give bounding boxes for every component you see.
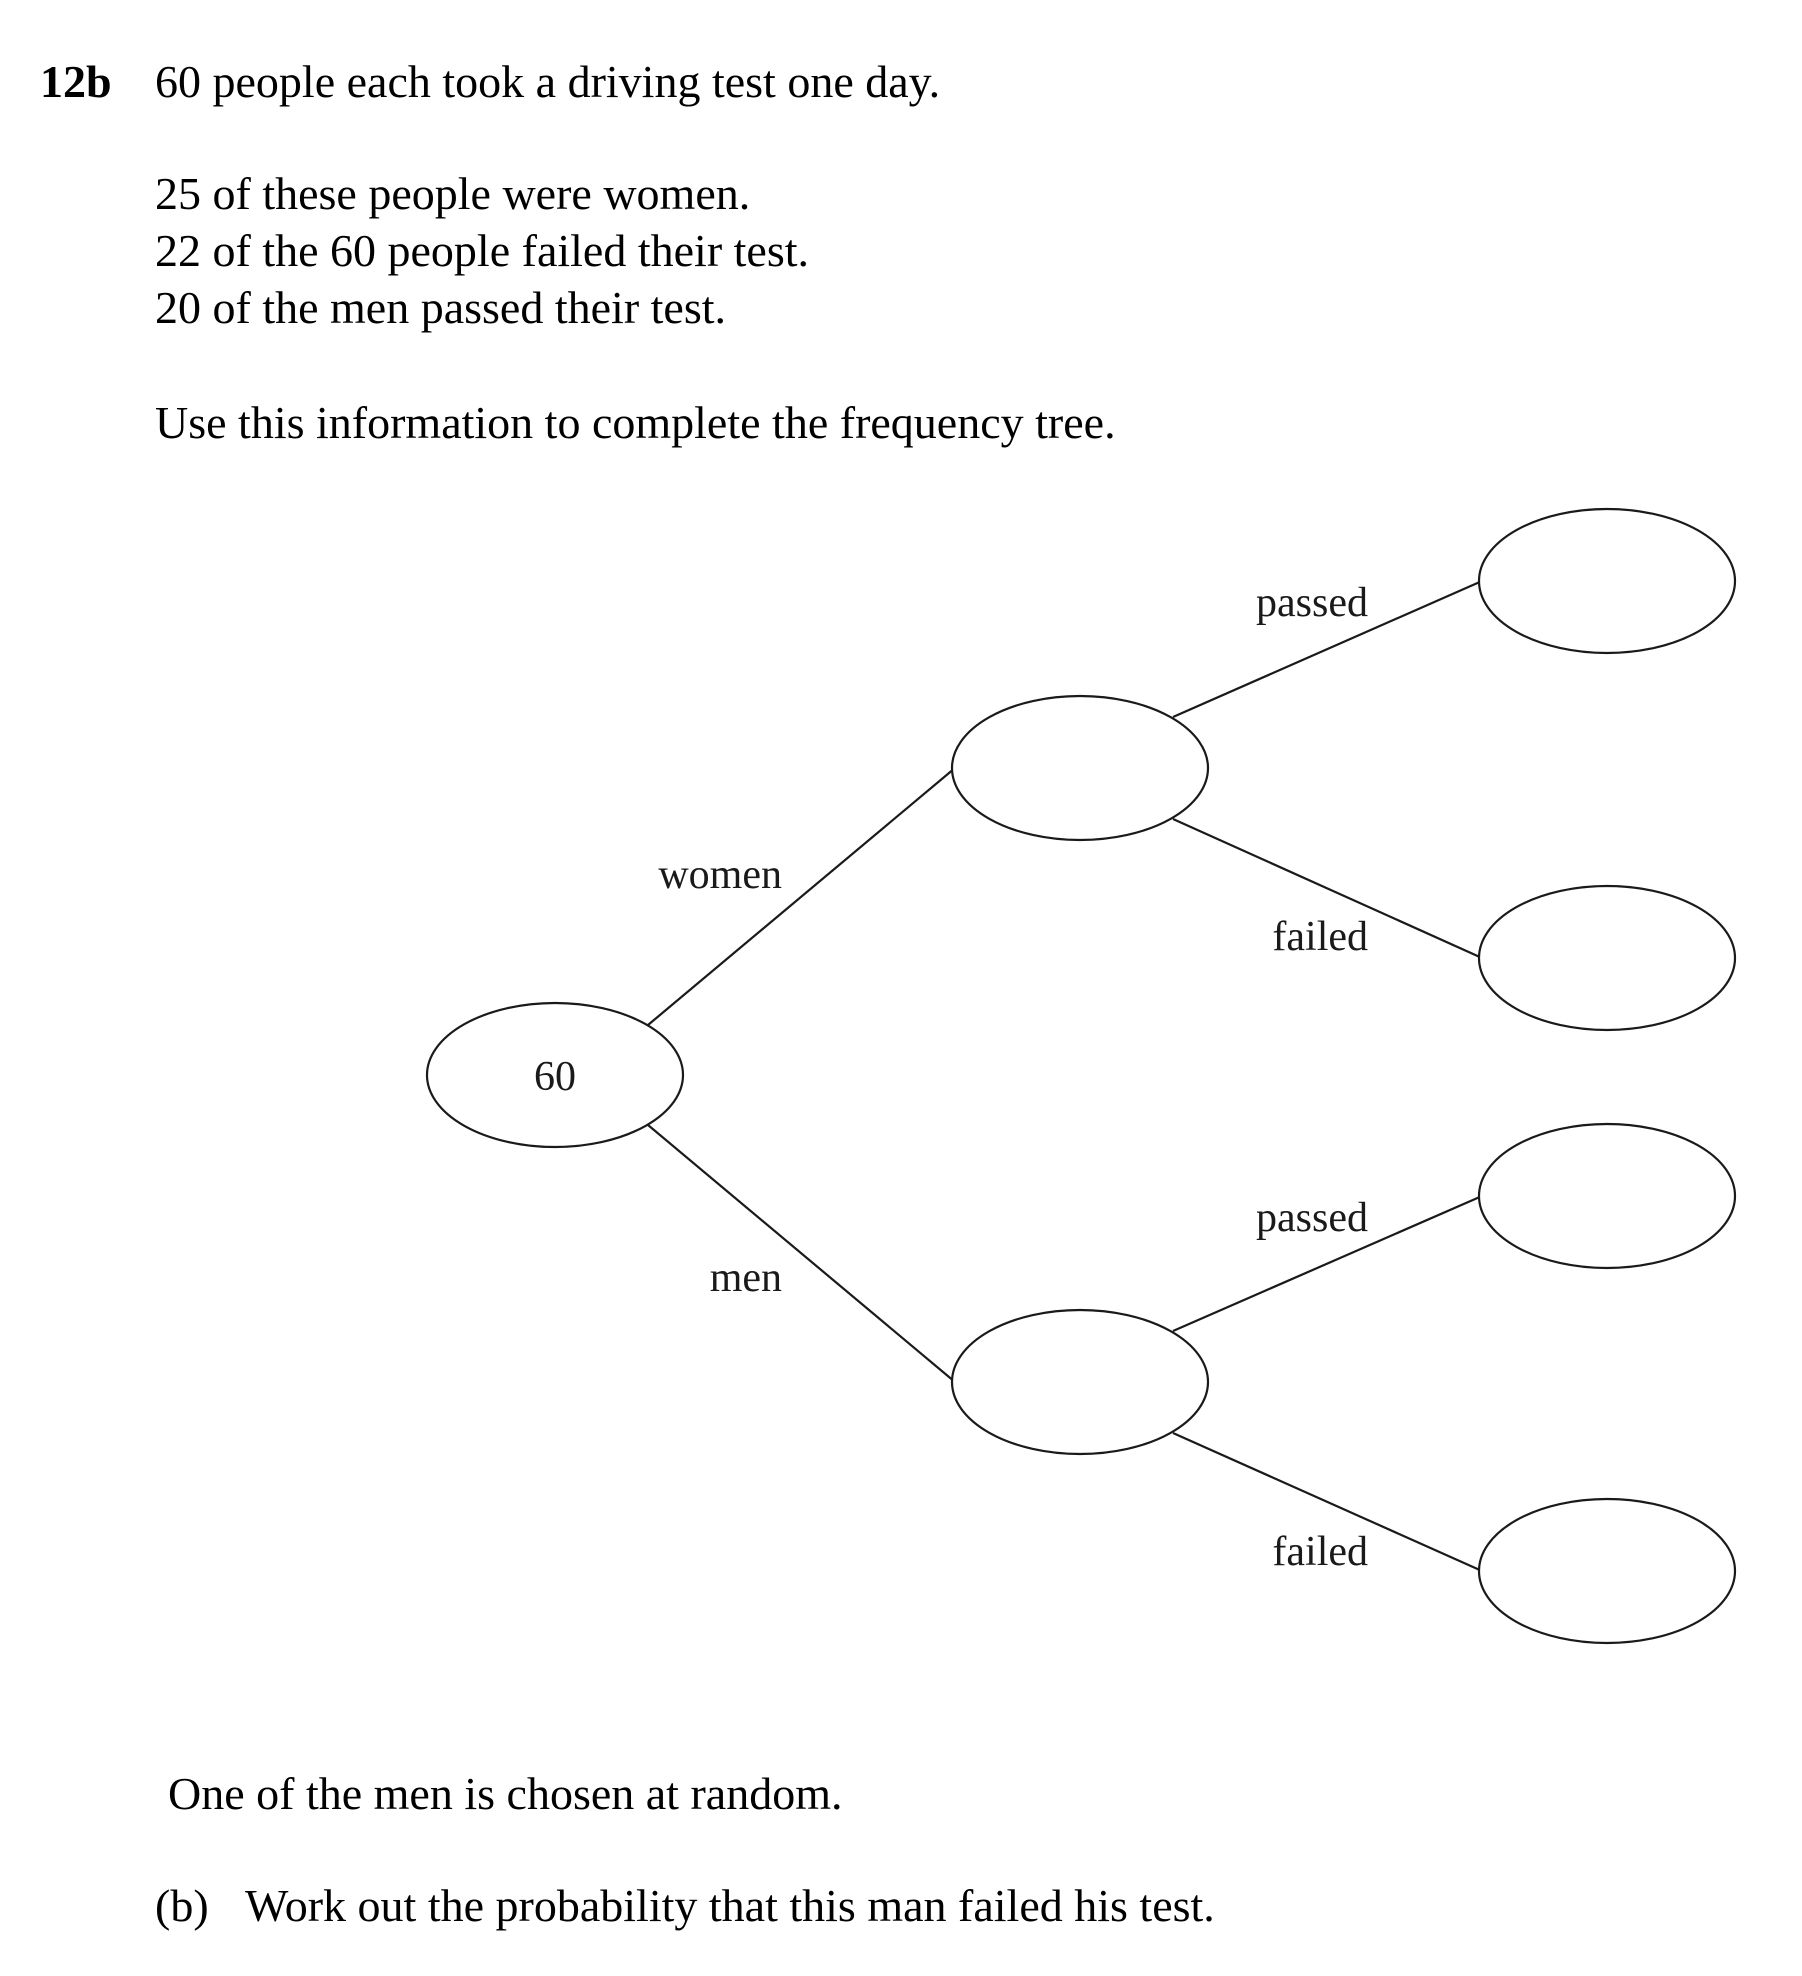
- root-node: [425, 1001, 685, 1149]
- fact-failed: 22 of the 60 people failed their test.: [155, 225, 810, 276]
- label-men-failed: failed: [1272, 1529, 1368, 1575]
- root-value: 60: [534, 1054, 576, 1100]
- question-instruction: Use this information to complete the fre…: [155, 397, 1116, 448]
- branch-women-passed: [1172, 579, 1483, 719]
- part-b-text: Work out the probability that this man f…: [245, 1880, 1215, 1931]
- fact-women: 25 of these people were women.: [155, 168, 751, 219]
- question-intro: 60 people each took a driving test one d…: [155, 56, 941, 107]
- question-number: 12b: [40, 56, 112, 107]
- part-b-stem: One of the men is chosen at random.: [168, 1768, 843, 1819]
- fact-men-passed: 20 of the men passed their test.: [155, 282, 727, 333]
- men-node[interactable]: [950, 1308, 1210, 1456]
- branch-men-failed: [1172, 1431, 1483, 1573]
- men-failed-node[interactable]: [1477, 1497, 1737, 1645]
- branch-women: [647, 767, 956, 1026]
- women-node[interactable]: [950, 694, 1210, 842]
- branch-women-failed: [1172, 817, 1483, 960]
- branch-men-passed: [1172, 1194, 1483, 1333]
- part-b-question: (b) Work out the probability that this ma…: [155, 1874, 1215, 1938]
- label-women-failed: failed: [1272, 914, 1368, 960]
- label-men-passed: passed: [1256, 1195, 1368, 1241]
- part-b-label: (b): [155, 1880, 209, 1931]
- question-facts: 25 of these people were women. 22 of the…: [155, 165, 809, 336]
- label-women: women: [658, 852, 782, 898]
- label-men: men: [710, 1255, 782, 1301]
- men-passed-node[interactable]: [1477, 1122, 1737, 1270]
- branch-men: [647, 1124, 956, 1383]
- label-women-passed: passed: [1256, 580, 1368, 626]
- women-passed-node[interactable]: [1477, 507, 1737, 655]
- women-failed-node[interactable]: [1477, 884, 1737, 1032]
